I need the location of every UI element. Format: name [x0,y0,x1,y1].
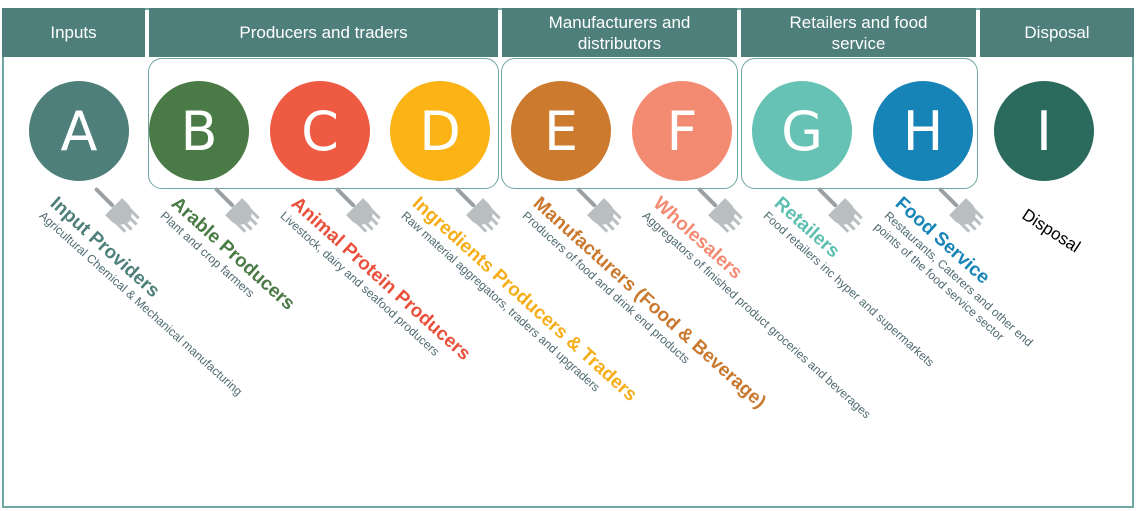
node-c-circle: C [270,81,370,181]
header-retailers-food-service-label: Retailers and food service [789,12,928,53]
header-disposal: Disposal [980,8,1134,57]
fork-icon [94,187,140,233]
header-inputs-label: Inputs [50,23,97,42]
fork-icon [455,187,501,233]
node-h-circle: H [873,81,973,181]
node-c-letter: C [301,99,339,163]
header-producers-traders-label: Producers and traders [239,23,408,42]
node-e-circle: E [511,81,611,181]
node-b-circle: B [149,81,249,181]
header-producers-traders: Producers and traders [149,8,498,57]
node-i-letter: I [1036,99,1052,163]
fork-icon [335,187,381,233]
fork-icon [214,187,260,233]
node-e-letter: E [543,99,579,163]
node-b-letter: B [180,99,218,163]
node-f-letter: F [666,99,698,163]
group-box-producers [148,58,499,189]
header-manufacturers-distributors: Manufacturers and distributors [502,8,737,57]
fork-icon [576,187,622,233]
header-retailers-food-service: Retailers and food service [741,8,976,57]
header-disposal-label: Disposal [1024,23,1090,42]
fork-icon [938,187,984,233]
fork-icon [817,187,863,233]
header-inputs: Inputs [2,8,145,57]
header-manufacturers-distributors-label: Manufacturers and distributors [548,12,691,53]
node-g-letter: G [781,99,823,163]
node-g-circle: G [752,81,852,181]
node-h-letter: H [902,99,944,163]
group-box-retailers [741,58,978,189]
node-d-circle: D [390,81,490,181]
group-box-manufacturers [501,58,738,189]
fork-icon [697,187,743,233]
node-i-circle: I [994,81,1094,181]
node-a-circle: A [29,81,129,181]
node-d-letter: D [419,99,461,163]
node-f-circle: F [632,81,732,181]
node-a-letter: A [60,99,98,163]
